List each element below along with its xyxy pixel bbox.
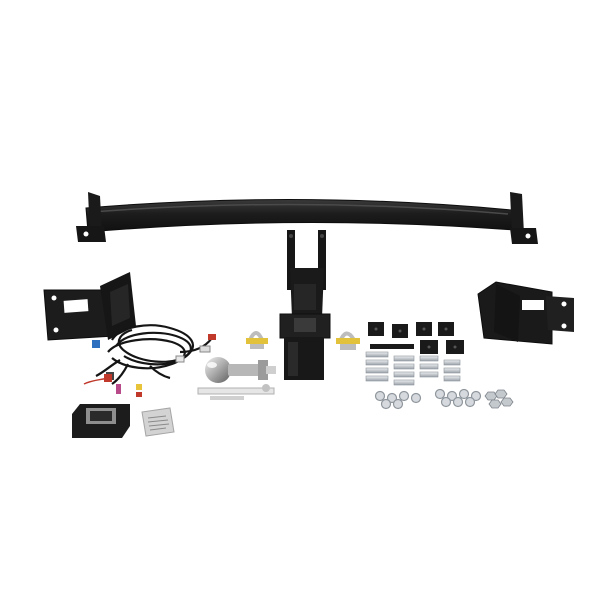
- small-hardware: [197, 384, 275, 400]
- receiver-cover: [72, 404, 130, 438]
- shackle-left: [246, 331, 268, 349]
- spacer-plates: [368, 322, 464, 354]
- tow-bar-crossbeam: [76, 192, 538, 290]
- bolt-set: [365, 351, 461, 386]
- left-mounting-bracket: [43, 272, 136, 341]
- shackle-right: [336, 331, 360, 350]
- tow-ball: [205, 357, 276, 383]
- right-mounting-bracket: [477, 281, 574, 345]
- spacer-plate-holes: [374, 327, 457, 349]
- wiring-connectors: [92, 334, 216, 380]
- washer-set: [374, 388, 482, 410]
- fuse-and-connectors: [83, 374, 142, 397]
- receiver-hitch: [279, 268, 331, 380]
- instruction-leaflet: [141, 407, 175, 437]
- nut-set: [484, 389, 514, 409]
